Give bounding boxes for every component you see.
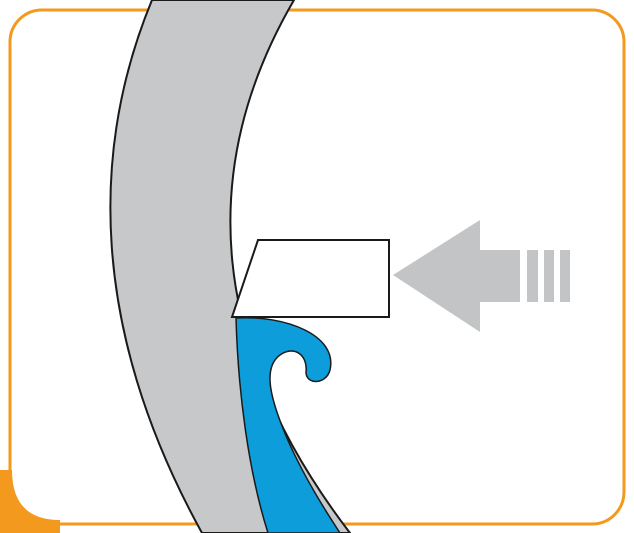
feed-arrow-icon — [393, 220, 570, 332]
frame-corner-tab — [0, 470, 60, 533]
curling-chip — [235, 316, 341, 533]
feed-arrow-head — [393, 220, 520, 332]
cutting-tool — [230, 239, 390, 318]
feed-arrow-bar-3 — [560, 250, 570, 302]
feed-arrow-bar-2 — [544, 250, 554, 302]
feed-arrow-bar-1 — [527, 250, 538, 302]
